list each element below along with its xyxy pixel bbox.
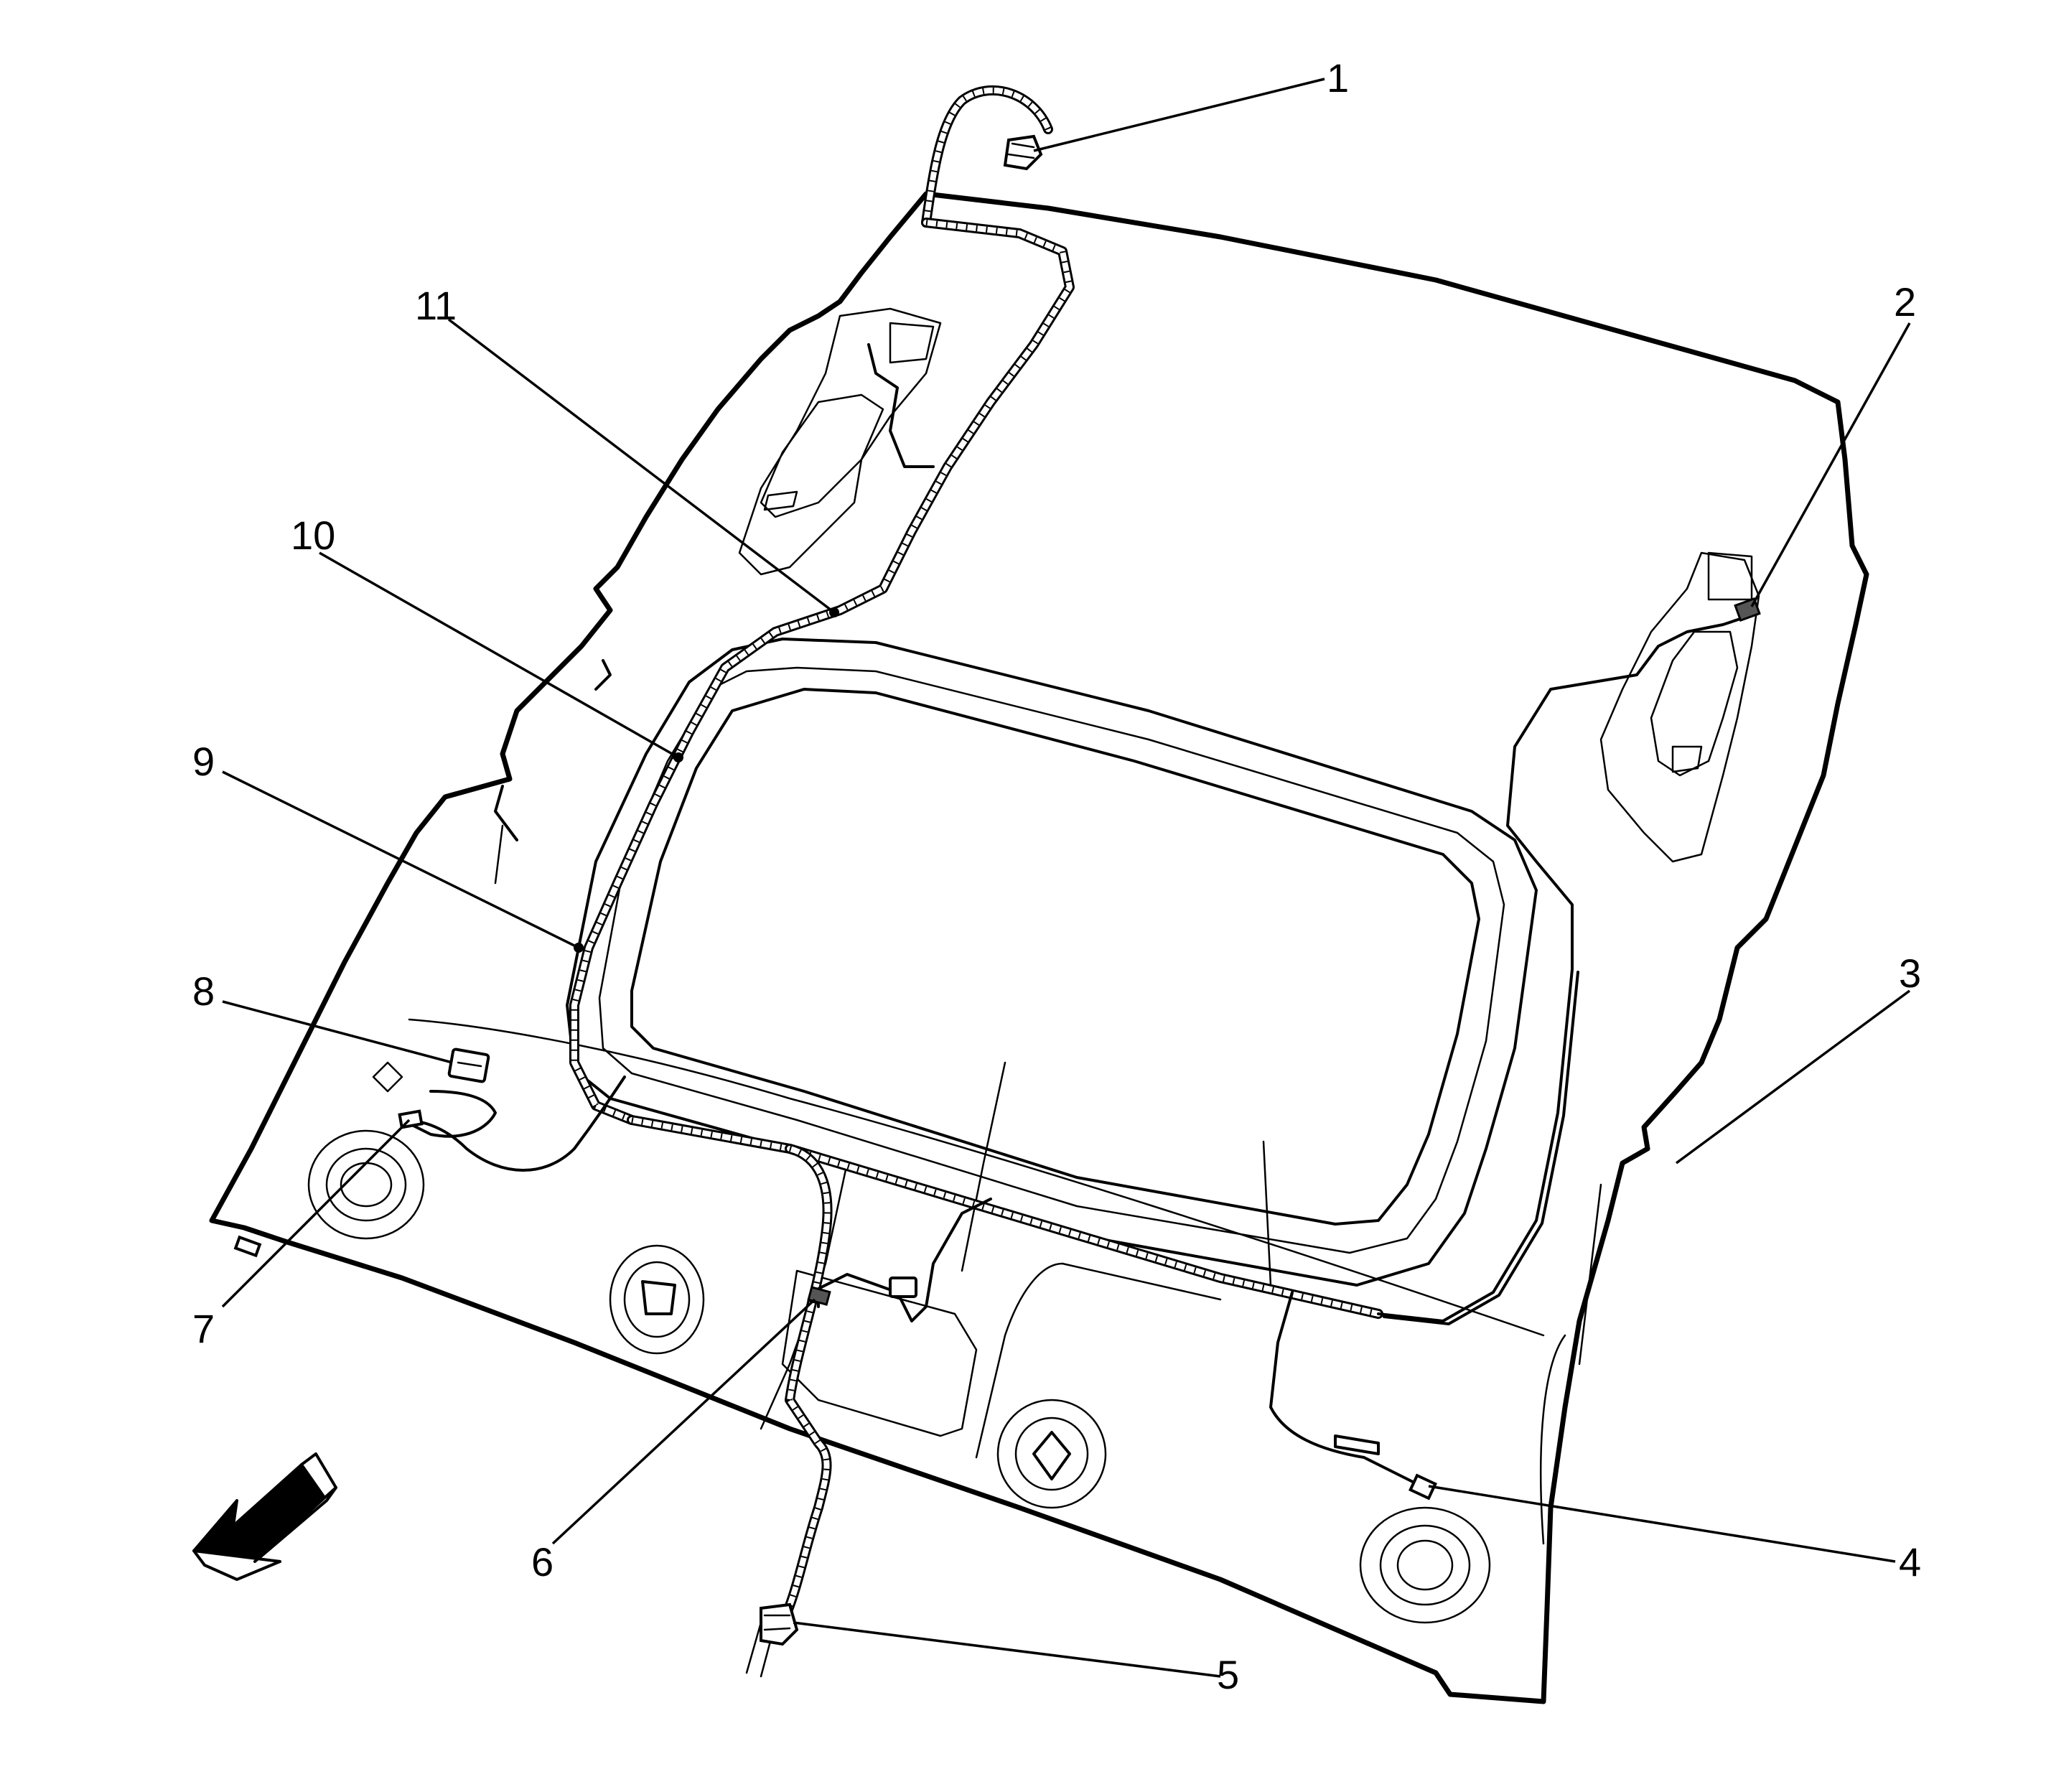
leader-11 (447, 318, 836, 614)
connector-center (889, 1277, 917, 1298)
center-left-recess (609, 1244, 705, 1355)
callout-5: 5 (1217, 1652, 1239, 1697)
connector-1 (1003, 134, 1043, 171)
callout-11: 11 (415, 283, 457, 328)
leader-8 (222, 1000, 453, 1064)
leader-9 (222, 770, 579, 949)
callout-2: 2 (1894, 279, 1916, 325)
leader-1 (1033, 78, 1325, 152)
connector-left-rear-edge (233, 1235, 262, 1258)
callout-6: 6 (531, 1539, 553, 1585)
callout-3: 3 (1899, 951, 1921, 996)
callout-10: 10 (291, 513, 335, 558)
leader-10 (319, 551, 679, 759)
front-direction-arrow-icon (192, 1452, 337, 1581)
left-sunvisor-recess (738, 307, 942, 576)
connector-8 (447, 1047, 490, 1083)
callout-9: 9 (192, 739, 215, 784)
leader-3 (1675, 989, 1911, 1165)
leader-7 (221, 1119, 411, 1308)
leader-6 (551, 1298, 816, 1545)
callout-4: 4 (1899, 1539, 1921, 1585)
left-rear-recess (307, 1129, 425, 1240)
center-right-recess (996, 1399, 1107, 1509)
headliner-wiring-harness (401, 85, 1753, 1678)
leader-2 (1750, 322, 1911, 607)
leader-5 (793, 1621, 1221, 1678)
callout-8: 8 (192, 969, 215, 1014)
leader-lines (221, 78, 1911, 1678)
connector-4 (1409, 1473, 1437, 1501)
leader-4 (1428, 1485, 1896, 1563)
callout-numbers: 1 2 3 4 5 6 7 8 9 10 11 (192, 55, 1921, 1697)
connector-5 (760, 1602, 799, 1646)
callout-1: 1 (1327, 55, 1349, 101)
right-rear-recess (1359, 1506, 1491, 1624)
headliner-panel (209, 191, 1869, 1704)
callout-7: 7 (192, 1306, 215, 1351)
